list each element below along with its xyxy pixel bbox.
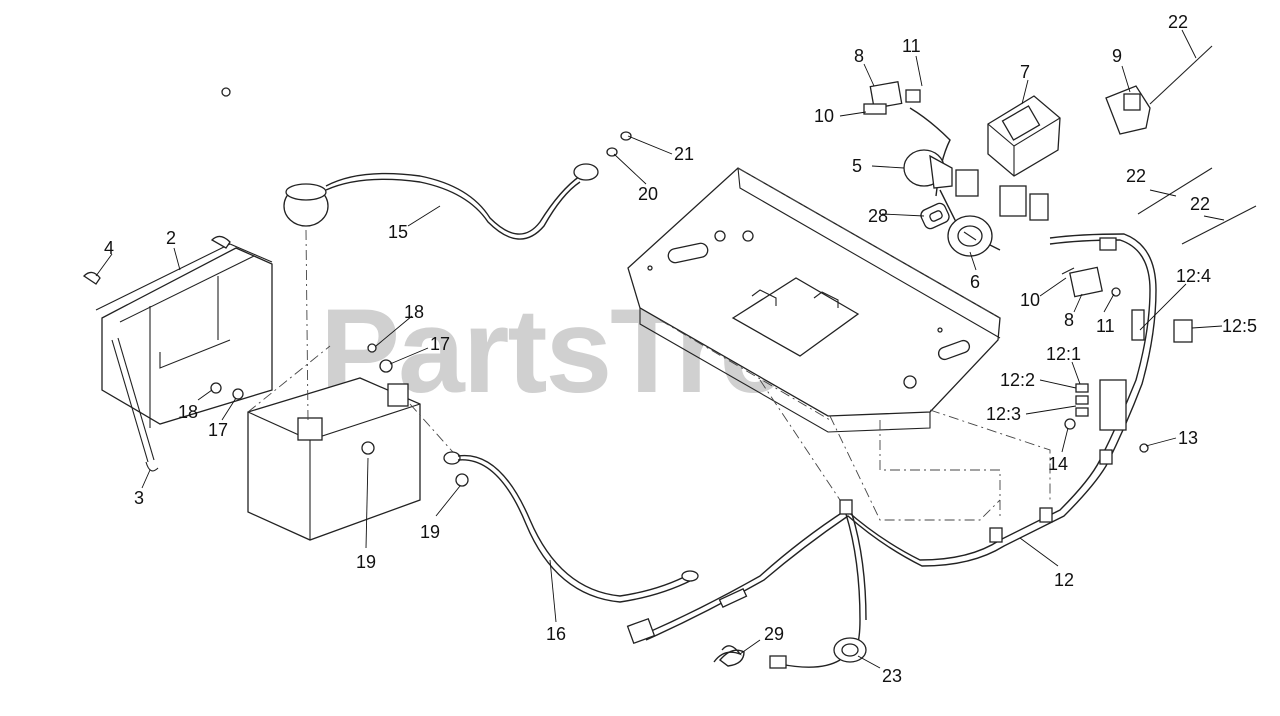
cable-ties-22 <box>1137 45 1257 245</box>
battery-hold-down-bracket <box>82 235 273 428</box>
callout-15: 15 <box>388 222 408 242</box>
callout-3: 3 <box>134 488 144 508</box>
callout-22-top: 22 <box>1168 12 1188 32</box>
harness-connectors <box>955 169 1049 221</box>
callout-13: 13 <box>1178 428 1198 448</box>
callout-19-cable: 19 <box>420 522 440 542</box>
callout-12-2: 12:2 <box>1000 370 1035 390</box>
callout-10-bottom: 10 <box>1020 290 1040 310</box>
callout-12-5: 12:5 <box>1222 316 1257 336</box>
main-wire-harness <box>626 107 1157 669</box>
callout-18-top: 18 <box>404 302 424 322</box>
hold-down-rod <box>111 337 159 472</box>
relay-connector-8 <box>863 80 921 115</box>
callout-12: 12 <box>1054 570 1074 590</box>
callout-10-top: 10 <box>814 106 834 126</box>
small-hardware <box>210 87 1149 663</box>
fuses-12-1-12-3 <box>1075 383 1089 417</box>
callout-8-top: 8 <box>854 46 864 66</box>
leader-lines <box>95 29 1225 669</box>
callout-16: 16 <box>546 624 566 644</box>
callout-12-4: 12:4 <box>1176 266 1211 286</box>
callout-5: 5 <box>852 156 862 176</box>
callout-23: 23 <box>882 666 902 686</box>
callout-8-bottom: 8 <box>1064 310 1074 330</box>
battery-cable-negative <box>443 451 699 603</box>
callout-11-bottom: 11 <box>1096 316 1115 336</box>
switch-5 <box>903 149 953 189</box>
callout-29: 29 <box>764 624 784 644</box>
callout-4: 4 <box>104 238 114 258</box>
callout-9: 9 <box>1112 46 1122 66</box>
callout-12-3: 12:3 <box>986 404 1021 424</box>
callout-14: 14 <box>1048 454 1068 474</box>
connector-12-5 <box>1173 319 1193 343</box>
control-panel-plate <box>627 167 1051 521</box>
callout-11-top: 11 <box>902 36 921 56</box>
callout-7: 7 <box>1020 62 1030 82</box>
callout-12-1: 12:1 <box>1046 344 1081 364</box>
callout-2: 2 <box>166 228 176 248</box>
relay-connector-8b <box>1061 266 1103 298</box>
callout-20: 20 <box>638 184 658 204</box>
callout-17-left: 17 <box>208 420 228 440</box>
callout-17-top: 17 <box>430 334 450 354</box>
callout-21: 21 <box>674 144 694 164</box>
ignition-switch-6 <box>947 215 993 257</box>
callout-6: 6 <box>970 272 980 292</box>
battery <box>247 229 461 541</box>
callout-19-battery: 19 <box>356 552 376 572</box>
callout-22-right: 22 <box>1190 194 1210 214</box>
callout-22-middle: 22 <box>1126 166 1146 186</box>
battery-cable-positive <box>283 131 632 240</box>
callout-18-left: 18 <box>178 402 198 422</box>
hour-meter <box>987 95 1061 177</box>
callout-labels: 22 9 8 11 7 10 5 21 20 22 22 15 28 6 4 2… <box>104 12 1257 686</box>
callout-28: 28 <box>868 206 888 226</box>
relay-9 <box>1105 85 1151 135</box>
key-28 <box>920 202 950 230</box>
